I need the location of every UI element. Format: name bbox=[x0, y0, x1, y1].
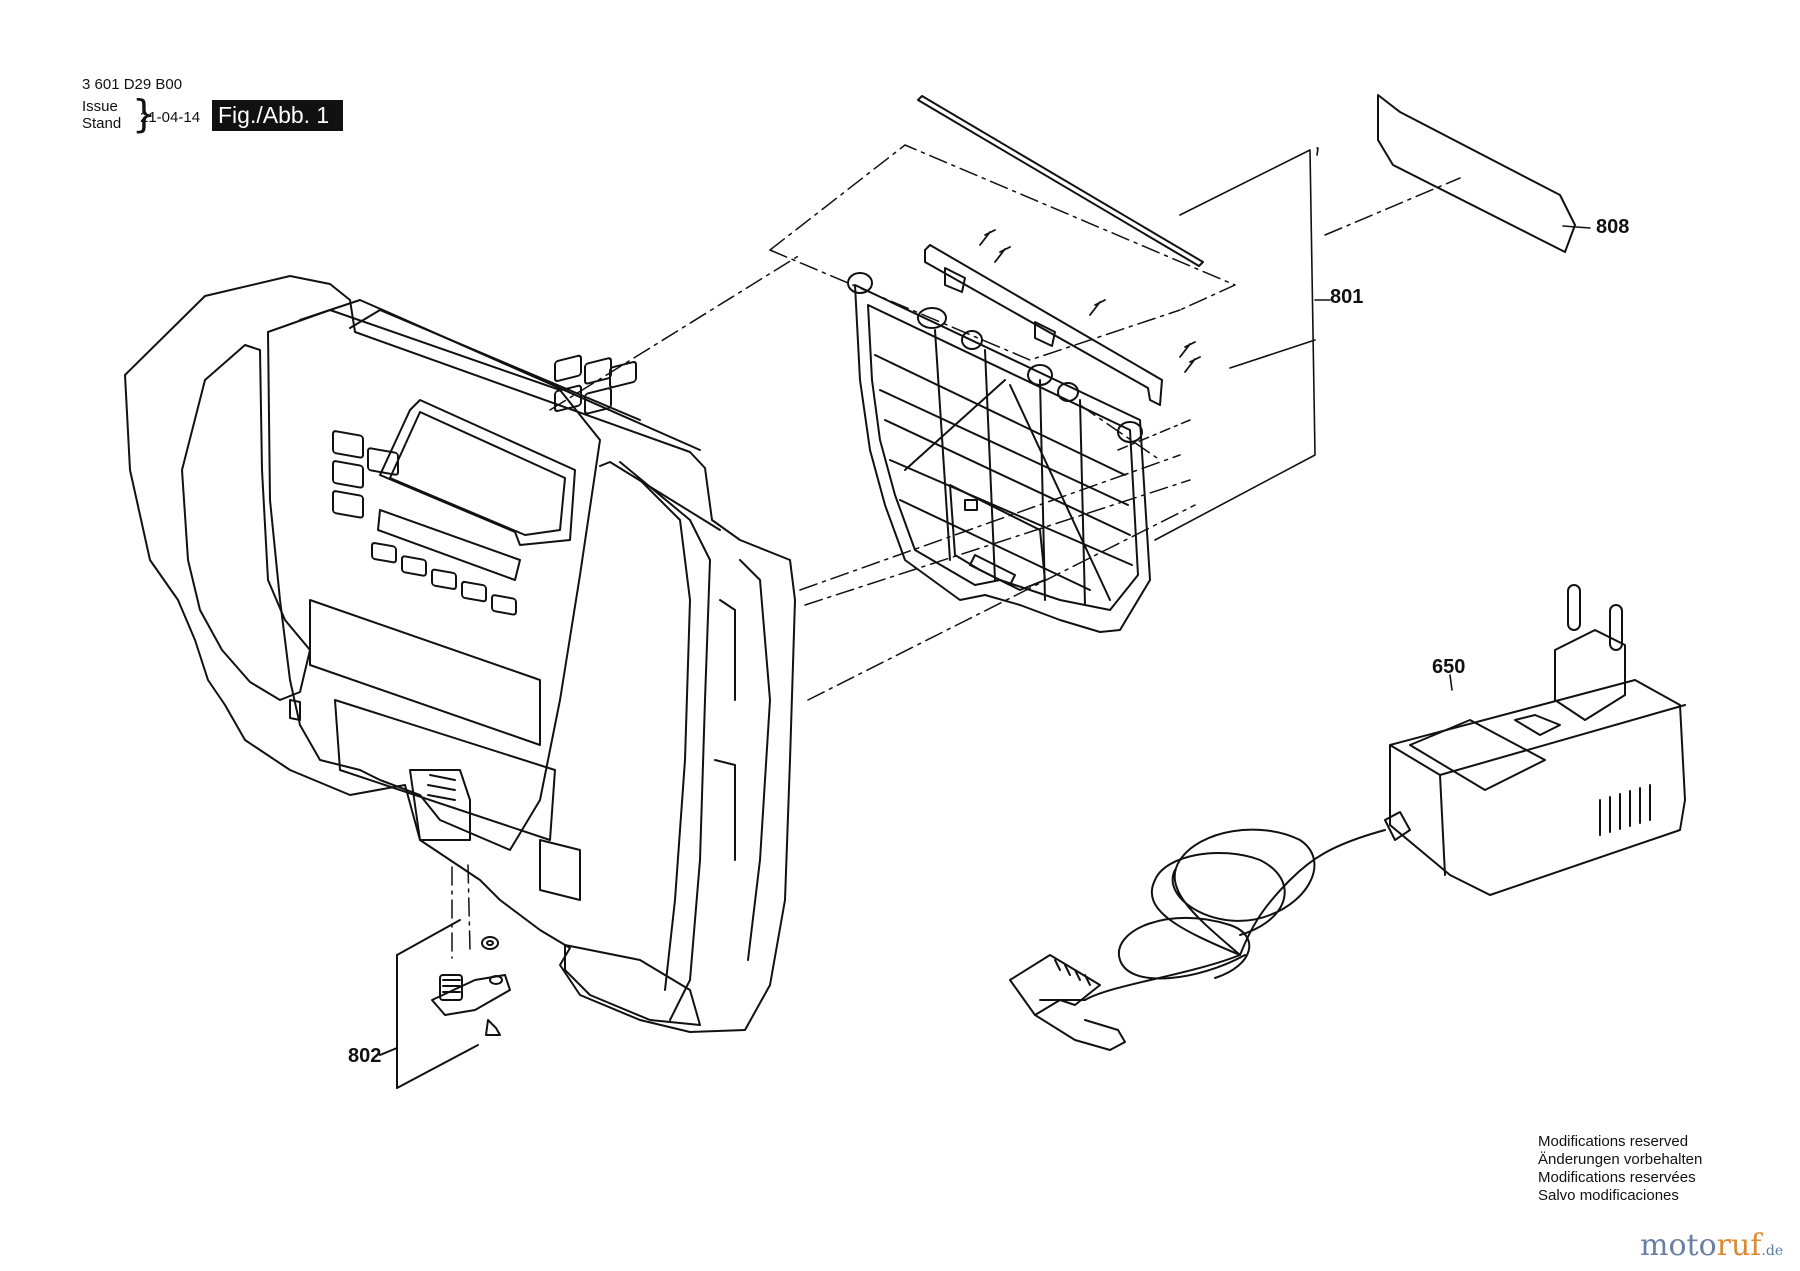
brace-mark: } bbox=[132, 92, 157, 136]
modifications-fr: Modifications reservées bbox=[1538, 1169, 1696, 1186]
bracket-and-screws bbox=[924, 229, 1201, 451]
issue-label: Issue bbox=[82, 98, 118, 115]
watermark-part-3: .de bbox=[1761, 1243, 1784, 1259]
issue-stand-labels: Issue Stand bbox=[82, 98, 121, 132]
modifications-de: Änderungen vorbehalten bbox=[1538, 1151, 1703, 1168]
part-801-compartment-cover bbox=[847, 272, 1151, 633]
callout-802: 802 bbox=[348, 1045, 382, 1067]
part-802-foot bbox=[379, 919, 511, 1089]
watermark-logo: motoruf.de bbox=[1640, 1228, 1783, 1263]
rod bbox=[917, 95, 1204, 267]
part-808-cover-plate bbox=[1377, 94, 1576, 253]
part-number: 3 601 D29 B00 bbox=[82, 76, 183, 93]
assembly-lines bbox=[451, 144, 1461, 959]
watermark-part-1: moto bbox=[1640, 1228, 1717, 1263]
part-650-charger bbox=[1009, 584, 1686, 1051]
callout-650: 650 bbox=[1432, 656, 1466, 678]
modifications-en: Modifications reserved bbox=[1538, 1133, 1689, 1150]
stand-label: Stand bbox=[82, 115, 122, 132]
callout-801: 801 bbox=[1330, 286, 1364, 308]
callout-808: 808 bbox=[1596, 216, 1630, 238]
modifications-es: Salvo modificaciones bbox=[1538, 1187, 1679, 1204]
radio-body bbox=[124, 275, 796, 1033]
modifications-note: Modifications reserved Änderungen vorbeh… bbox=[1538, 1133, 1702, 1205]
watermark-part-2: ruf bbox=[1716, 1228, 1762, 1263]
callout-leaders bbox=[1154, 147, 1591, 691]
figure-label: Fig./Abb. 1 bbox=[212, 100, 344, 131]
issue-date: 21-04-14 bbox=[140, 109, 201, 126]
